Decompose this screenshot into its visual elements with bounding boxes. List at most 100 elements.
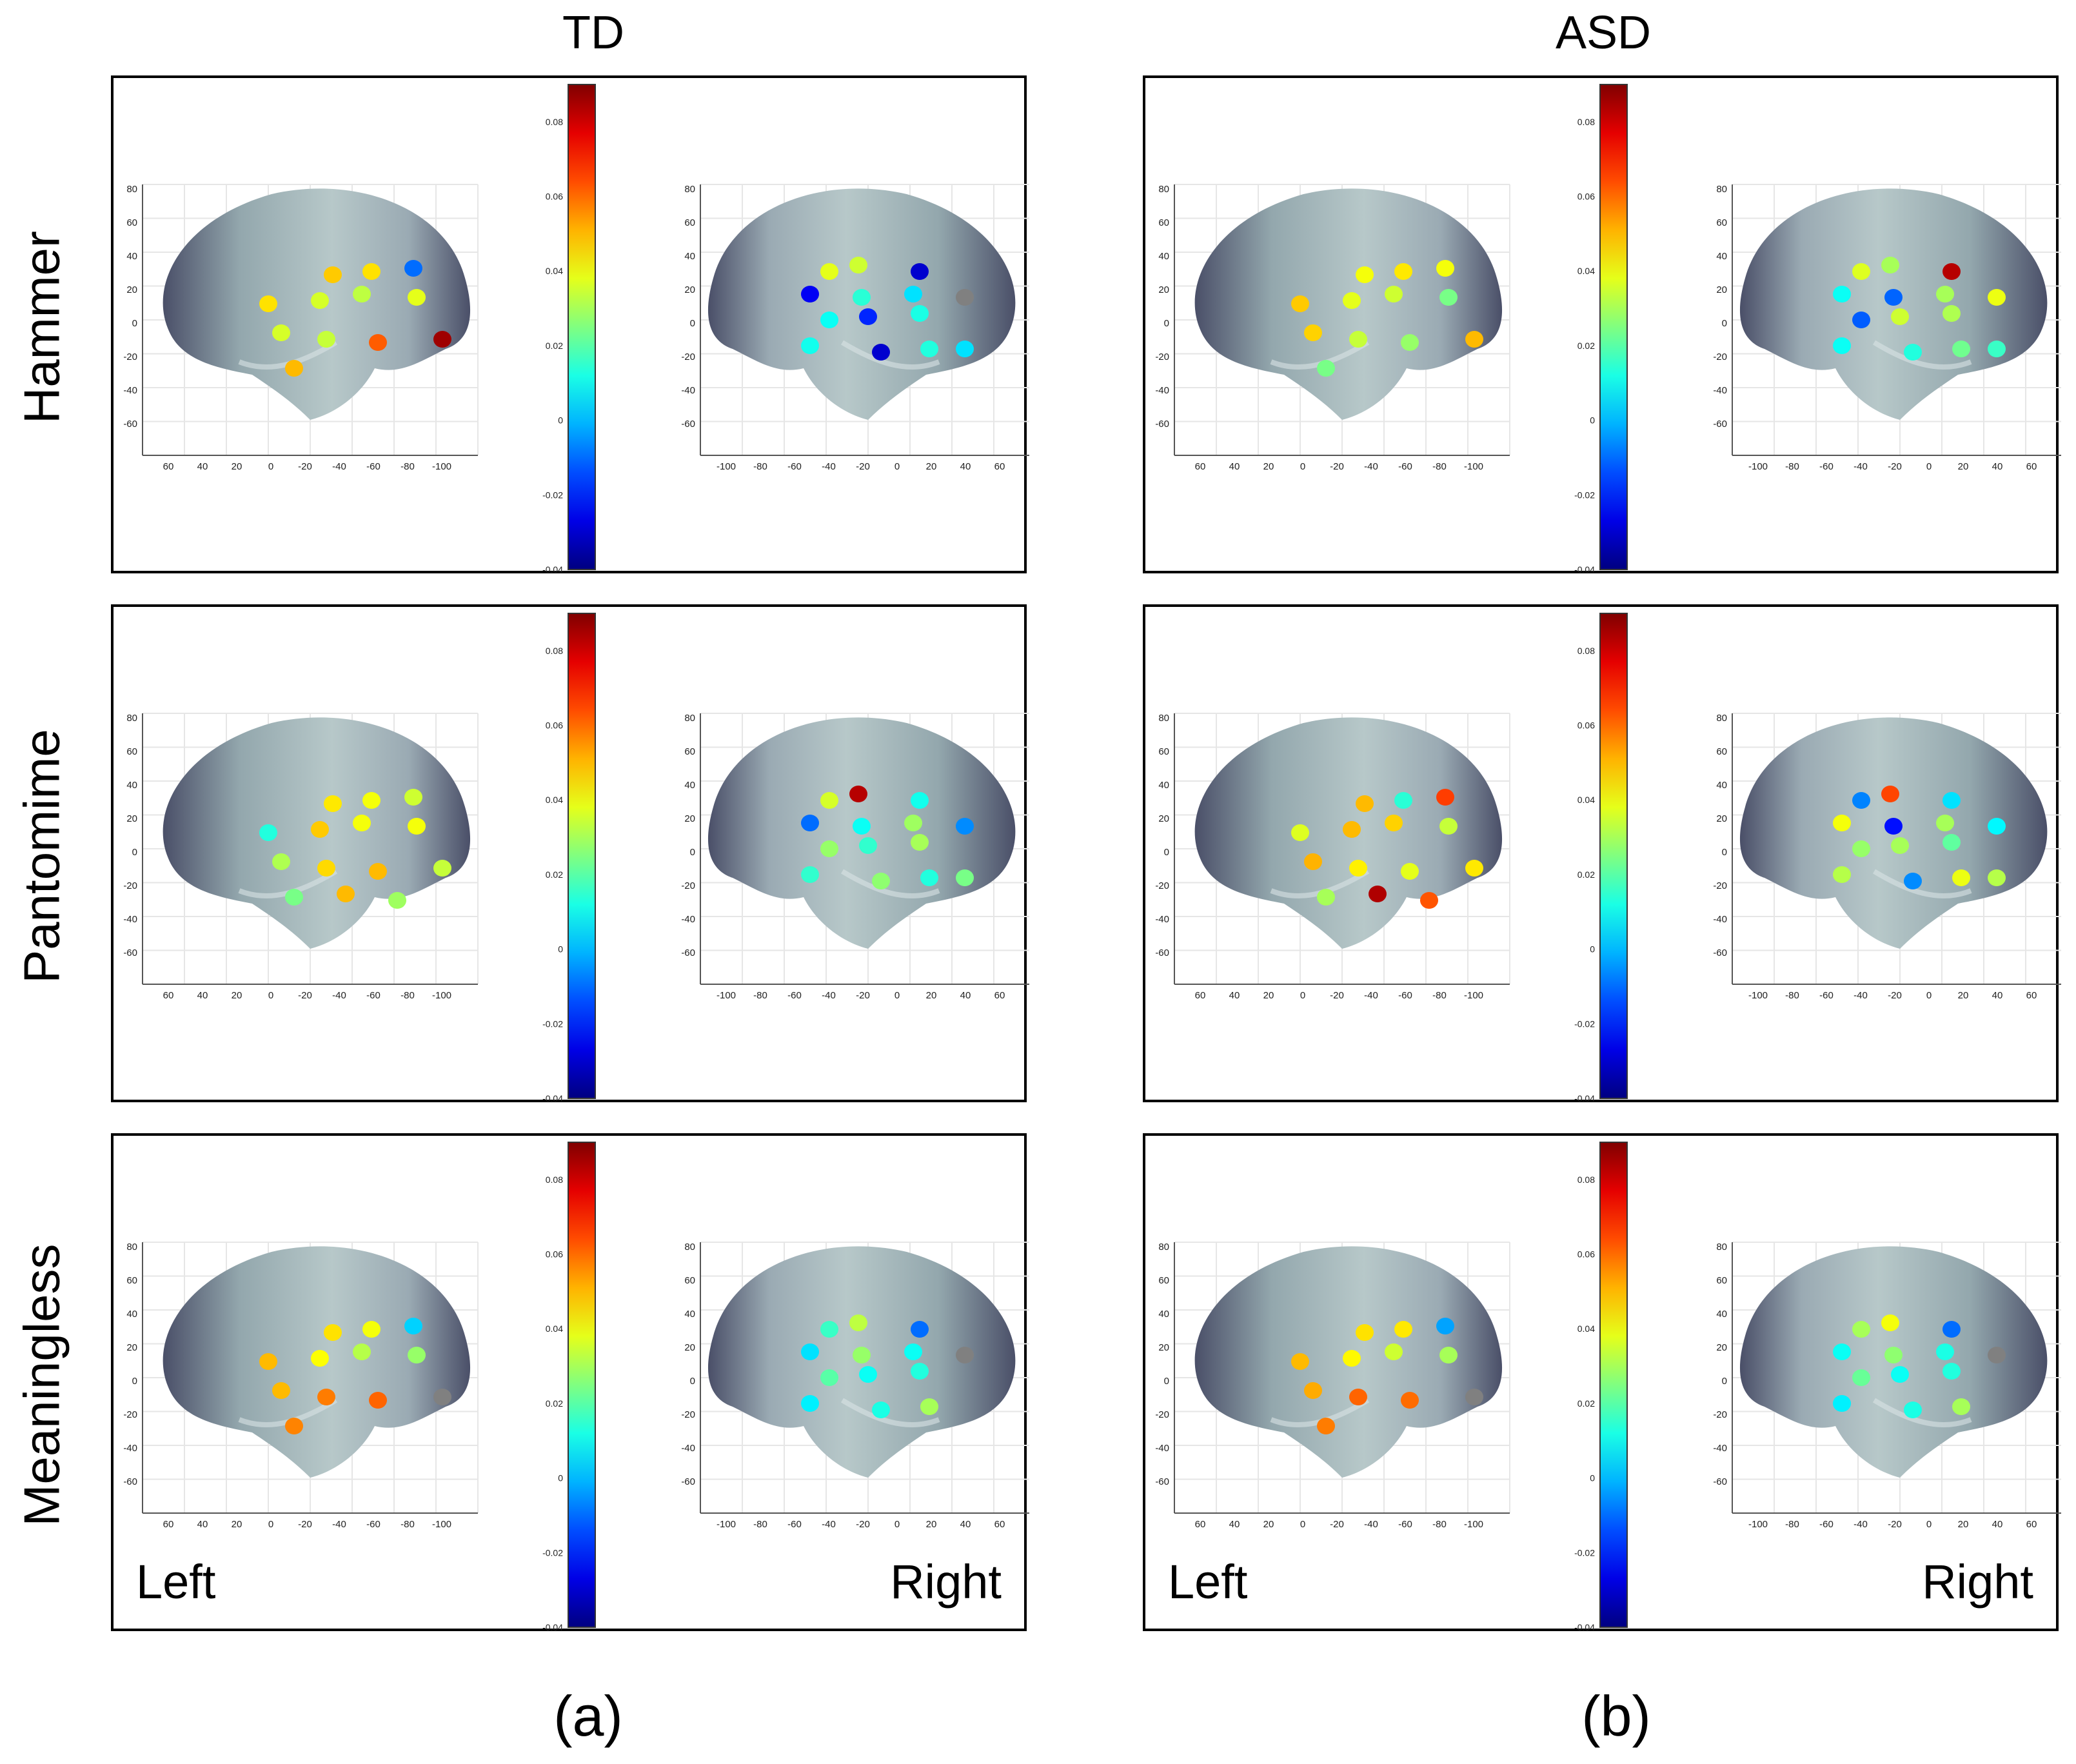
x-tick-label: 0 <box>1926 461 1932 472</box>
electrode-left-2 <box>362 792 381 809</box>
x-tick-label: -20 <box>856 1519 870 1530</box>
x-tick-label: 60 <box>163 1519 174 1530</box>
electrode-left-6 <box>1385 286 1403 302</box>
y-tick-label: 0 <box>1722 318 1727 329</box>
electrode-right-9 <box>1891 837 1909 854</box>
x-tick-label: 60 <box>163 990 174 1001</box>
electrode-left-11 <box>1465 860 1483 877</box>
y-tick-label: 60 <box>684 217 695 228</box>
x-tick-label: -20 <box>856 990 870 1001</box>
colorbar-tick-label: 0.02 <box>546 1398 563 1409</box>
electrode-left-4 <box>259 1353 277 1370</box>
x-tick-label: 0 <box>895 990 900 1001</box>
x-tick-label: -40 <box>822 1519 836 1530</box>
x-tick-label: -20 <box>1888 990 1902 1001</box>
electrode-right-9 <box>1891 1366 1909 1383</box>
x-tick-label: -80 <box>1785 990 1799 1001</box>
x-tick-label: 60 <box>994 1519 1005 1530</box>
colorbar-tick-label: 0.02 <box>1577 1398 1595 1409</box>
electrode-right-11 <box>801 337 819 354</box>
x-tick-label: 60 <box>994 461 1005 472</box>
electrode-left-1 <box>324 266 342 283</box>
electrode-right-7 <box>956 1347 974 1363</box>
electrode-left-7 <box>408 289 426 306</box>
electrode-left-11 <box>1465 331 1483 348</box>
colorbar-tick-label: 0.02 <box>546 869 563 880</box>
electrode-left-11 <box>433 860 451 877</box>
electrode-left-5 <box>311 821 329 838</box>
electrode-right-4 <box>1833 815 1851 831</box>
electrode-right-9 <box>859 837 877 854</box>
x-tick-label: 0 <box>1300 1519 1305 1530</box>
right-hemisphere-label: Right <box>890 1555 1002 1609</box>
electrode-right-8 <box>820 840 838 857</box>
y-tick-label: 80 <box>126 713 137 724</box>
x-tick-label: -20 <box>1330 1519 1344 1530</box>
electrode-left-8 <box>272 1382 290 1399</box>
y-tick-label: 0 <box>132 847 137 858</box>
y-tick-label: 0 <box>690 318 695 329</box>
y-tick-label: -40 <box>123 1443 137 1454</box>
electrode-left-7 <box>408 818 426 835</box>
y-tick-label: -60 <box>1713 947 1727 958</box>
x-tick-label: -80 <box>400 1519 415 1530</box>
y-tick-label: 80 <box>1158 184 1169 195</box>
y-tick-label: -40 <box>681 1443 695 1454</box>
electrode-left-10 <box>1401 334 1419 351</box>
y-tick-label: -40 <box>1155 385 1169 396</box>
x-tick-label: -20 <box>1888 461 1902 472</box>
x-tick-label: 20 <box>1958 1519 1969 1530</box>
electrode-left-5 <box>1343 1350 1361 1367</box>
x-tick-label: 20 <box>1958 461 1969 472</box>
y-tick-label: 0 <box>1164 847 1169 858</box>
x-tick-label: -40 <box>1854 1519 1868 1530</box>
x-tick-label: -80 <box>1785 461 1799 472</box>
electrode-left-12 <box>1317 889 1335 906</box>
electrode-left-4 <box>1291 1353 1309 1370</box>
colorbar-tick-label: -0.02 <box>542 490 563 500</box>
x-tick-label: -40 <box>1854 461 1868 472</box>
electrode-right-10 <box>1943 834 1961 851</box>
x-tick-label: -80 <box>753 461 767 472</box>
electrode-left-9 <box>317 331 335 348</box>
electrode-right-8 <box>820 1369 838 1386</box>
x-tick-label: -80 <box>1432 1519 1447 1530</box>
y-tick-label: -40 <box>1713 1443 1727 1454</box>
y-tick-label: 40 <box>1716 251 1727 262</box>
electrode-right-14 <box>1988 341 2006 357</box>
x-tick-label: 20 <box>926 1519 937 1530</box>
electrode-left-7 <box>1439 818 1458 835</box>
electrode-left-3 <box>1436 260 1454 277</box>
y-tick-label: -40 <box>1713 914 1727 925</box>
electrode-right-12 <box>872 1402 890 1418</box>
x-tick-label: -100 <box>1748 1519 1768 1530</box>
x-tick-label: 60 <box>1195 1519 1206 1530</box>
colorbar-tick-label: 0 <box>1590 1473 1595 1483</box>
colorbar-tick-label: -0.04 <box>1574 1622 1595 1632</box>
colorbar <box>1599 613 1628 1099</box>
electrode-left-11 <box>433 331 451 348</box>
electrode-right-12 <box>1904 344 1922 361</box>
x-tick-label: -60 <box>1398 990 1412 1001</box>
electrode-right-3 <box>911 792 929 809</box>
colorbar-tick-label: 0 <box>1590 944 1595 955</box>
x-tick-label: -20 <box>1330 461 1344 472</box>
electrode-left-12 <box>1317 360 1335 377</box>
colorbar-tick-label: 0.08 <box>546 1174 563 1185</box>
y-tick-label: -60 <box>681 947 695 958</box>
electrode-right-5 <box>853 1347 871 1363</box>
y-tick-label: 40 <box>1158 780 1169 791</box>
caption-a: (a) <box>553 1684 623 1748</box>
colorbar-tick-label: -0.04 <box>542 1622 563 1632</box>
y-tick-label: 20 <box>1716 813 1727 824</box>
electrode-right-1 <box>1852 1321 1870 1338</box>
electrode-right-11 <box>1833 1395 1851 1412</box>
electrode-right-4 <box>1833 286 1851 302</box>
y-tick-label: 40 <box>126 780 137 791</box>
x-tick-label: -100 <box>432 1519 451 1530</box>
y-tick-label: 60 <box>1158 1275 1169 1286</box>
y-tick-label: 80 <box>1716 1242 1727 1253</box>
electrode-left-14 <box>388 892 406 909</box>
x-tick-label: -100 <box>1464 461 1483 472</box>
electrode-left-2 <box>362 263 381 280</box>
